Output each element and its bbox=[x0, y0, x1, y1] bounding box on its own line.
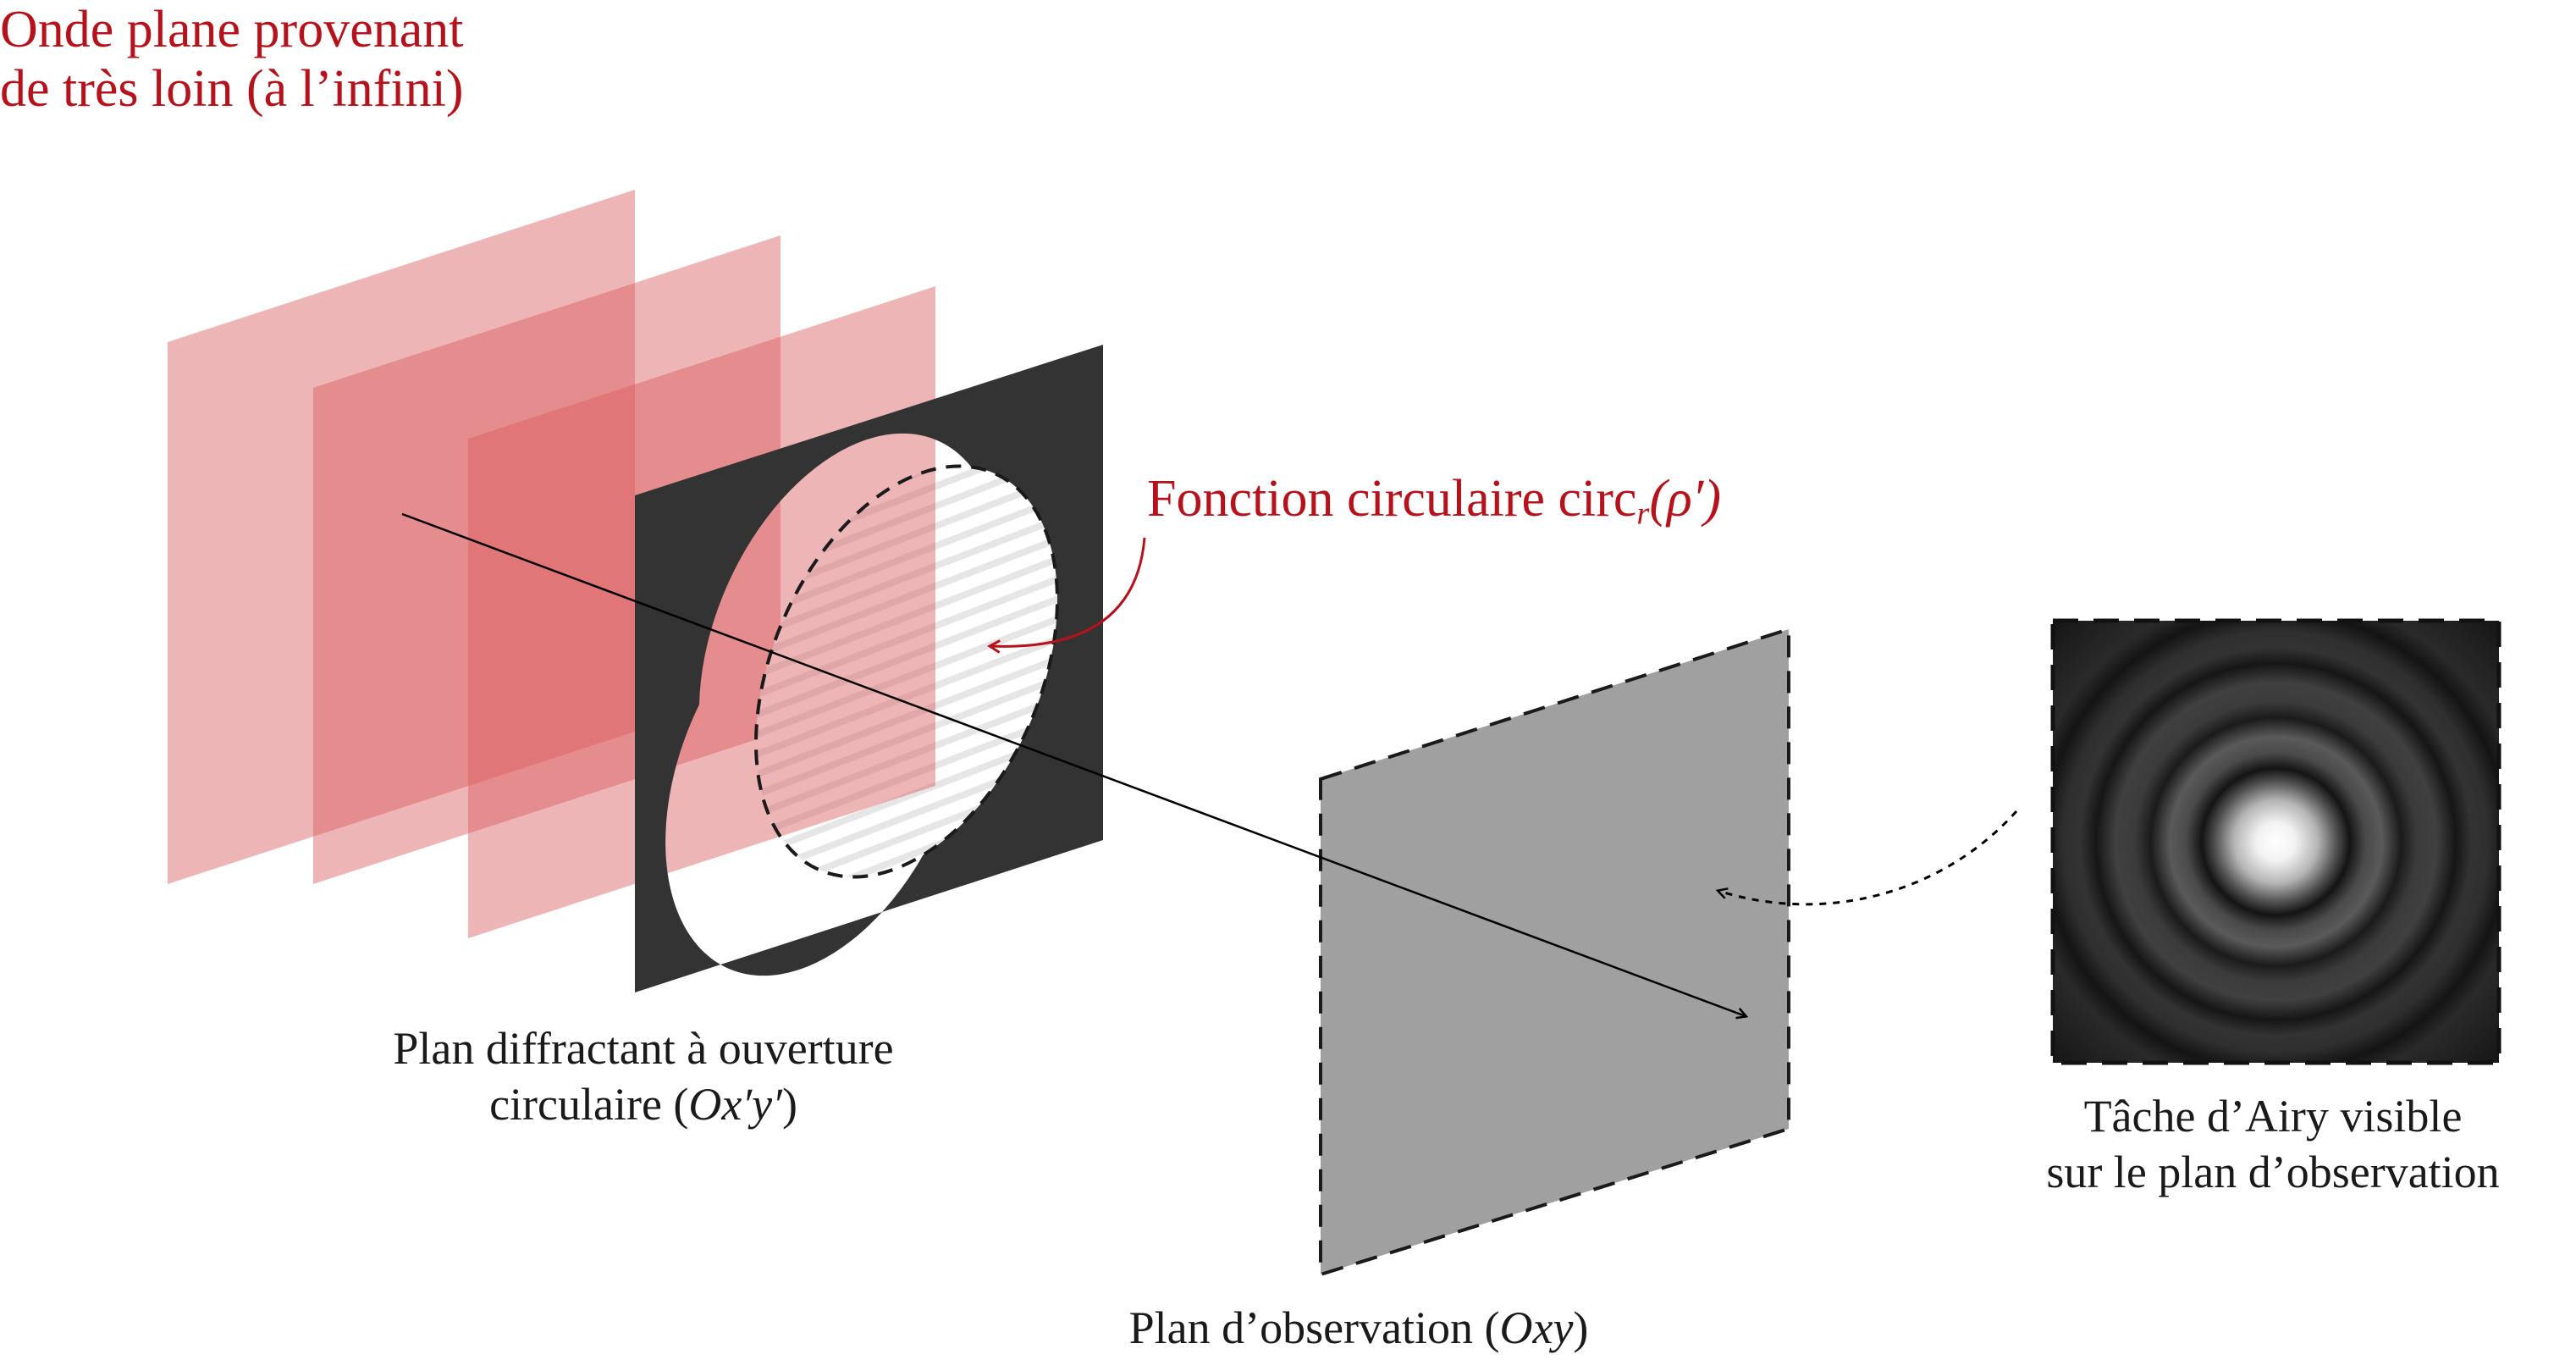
incoming-wave-label-line1: Onde plane provenant bbox=[0, 1, 464, 58]
observation-plane-label: Plan d’observation (Oxy) bbox=[986, 1300, 1731, 1356]
wavefront-plane-1 bbox=[168, 190, 635, 884]
diffracting-plane-label-text: circulaire ( bbox=[489, 1079, 689, 1130]
diffracting-plane-label-line2: circulaire (Ox′y′) bbox=[279, 1076, 1007, 1132]
diffracting-plane-label-close: ) bbox=[781, 1079, 797, 1130]
airy-pattern-label-line1: Tâche d’Airy visible bbox=[2083, 1091, 2463, 1142]
circ-function-label: Fonction circulaire circr(ρ′) bbox=[1147, 468, 1721, 545]
aperture-outline bbox=[754, 464, 1059, 879]
airy-pattern-border bbox=[2050, 618, 2502, 1065]
incoming-wave-label-line2: de très loin (à l’infini) bbox=[0, 60, 464, 118]
diffracting-plane-label: Plan diffractant à ouverture circulaire … bbox=[279, 1020, 1007, 1132]
diffracting-plane-label-math: Ox′y′ bbox=[688, 1079, 782, 1130]
observation-plane-label-math: Oxy bbox=[1499, 1302, 1574, 1353]
circular-aperture bbox=[756, 466, 1057, 877]
circ-function-arrow bbox=[990, 537, 1146, 646]
circ-function-prefix: Fonction circulaire circ bbox=[1147, 470, 1637, 528]
circ-function-subscript: r bbox=[1636, 495, 1650, 532]
incoming-wave-label: Onde plane provenant de très loin (à l’i… bbox=[0, 0, 464, 119]
diffracting-plane bbox=[635, 345, 1103, 992]
observation-plane-label-close: ) bbox=[1573, 1302, 1589, 1353]
observation-plane bbox=[1319, 627, 1790, 1277]
airy-to-plane-arrow bbox=[1718, 810, 2018, 906]
diffracting-plane-label-line1: Plan diffractant à ouverture bbox=[393, 1023, 894, 1074]
airy-pattern-label-line2: sur le plan d’observation bbox=[2046, 1147, 2500, 1197]
airy-pattern-label: Tâche d’Airy visible sur le plan d’obser… bbox=[1968, 1088, 2576, 1200]
optical-axis bbox=[401, 512, 1746, 1016]
circ-function-argument: (ρ′) bbox=[1649, 470, 1721, 528]
observation-plane-label-text: Plan d’observation ( bbox=[1128, 1302, 1500, 1353]
airy-pattern-image bbox=[2053, 621, 2499, 1063]
